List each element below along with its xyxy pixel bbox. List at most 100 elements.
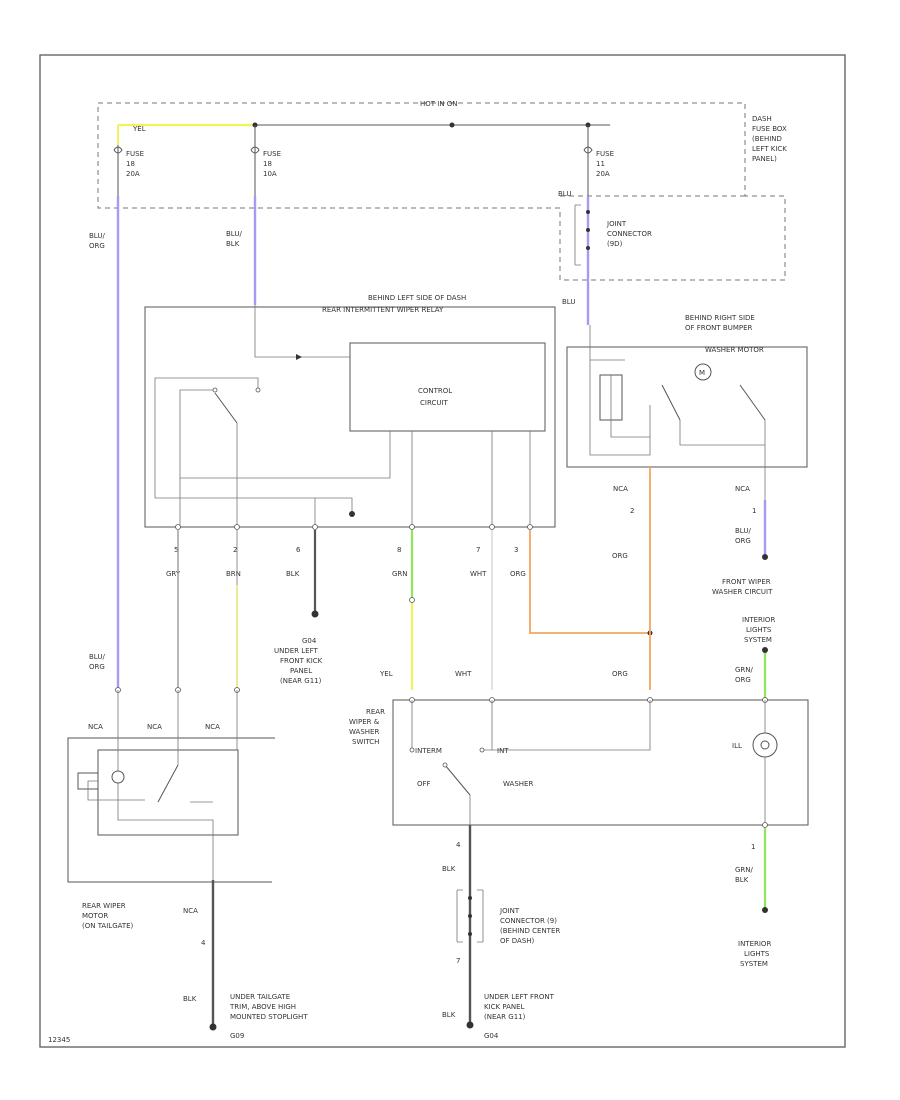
grn-org-label: GRN/ ORG: [735, 666, 754, 684]
joint-node: [468, 932, 472, 936]
svg-text:PANEL): PANEL): [752, 155, 777, 163]
interior-lights-top-label: INTERIOR LIGHTS SYSTEM: [742, 616, 775, 644]
svg-text:CONNECTOR: CONNECTOR: [607, 230, 652, 238]
washer-motor-box: [566, 346, 808, 468]
switch-name-label: REAR WIPER & WASHER SWITCH: [349, 708, 385, 746]
washer-internal: [589, 360, 651, 456]
washer-motor-location-label: BEHIND RIGHT SIDE OF FRONT BUMPER: [685, 314, 755, 332]
circuit-endpoint: [762, 907, 768, 913]
svg-text:20A: 20A: [126, 170, 140, 178]
blu-blk-label: BLU/ BLK: [226, 230, 242, 248]
svg-text:ORG: ORG: [735, 537, 751, 545]
control-circuit-box: [349, 342, 546, 432]
svg-text:LIGHTS: LIGHTS: [744, 950, 770, 958]
svg-text:BRN: BRN: [226, 570, 241, 578]
relay-internal-feed: [254, 305, 350, 358]
svg-text:OF DASH): OF DASH): [500, 937, 535, 945]
svg-text:BLU/: BLU/: [89, 653, 105, 661]
switch-pos-washer: WASHER: [503, 780, 533, 788]
svg-text:18: 18: [126, 160, 135, 168]
svg-text:NCA: NCA: [147, 723, 162, 731]
svg-text:DASH: DASH: [752, 115, 772, 123]
relay-ground-dot: [349, 511, 355, 517]
nca-label-2: NCA: [735, 485, 750, 493]
washer-internal3: [679, 420, 766, 446]
diagram-frame: [39, 54, 846, 1048]
svg-text:UNDER TAILGATE: UNDER TAILGATE: [230, 993, 290, 1001]
rear-wiper-motor-box: [67, 737, 275, 883]
svg-text:G09: G09: [230, 1032, 244, 1040]
rear-wiper-motor-label: REAR WIPER MOTOR (ON TAILGATE): [82, 902, 134, 930]
relay-contact-switch: [214, 392, 238, 424]
svg-text:CONNECTOR (9): CONNECTOR (9): [500, 917, 557, 925]
svg-text:SWITCH: SWITCH: [352, 738, 379, 746]
svg-text:2: 2: [233, 546, 237, 554]
dash-fuse-box-outline: [97, 102, 786, 281]
svg-text:FUSE: FUSE: [126, 150, 144, 158]
diagram-code: 12345: [48, 1036, 70, 1044]
svg-text:ORG: ORG: [735, 676, 751, 684]
svg-text:11: 11: [596, 160, 605, 168]
svg-text:(NEAR G11): (NEAR G11): [484, 1013, 526, 1021]
svg-text:3: 3: [514, 546, 518, 554]
rear-wiper-motor-inner: [97, 749, 239, 836]
ground-dot-g09: [209, 1023, 217, 1031]
svg-text:FUSE: FUSE: [263, 150, 281, 158]
switch-pos-interm: INTERM: [415, 747, 442, 755]
contact: [212, 387, 218, 393]
nca-label-1: NCA: [613, 485, 628, 493]
svg-text:18: 18: [263, 160, 272, 168]
svg-text:WHT: WHT: [470, 570, 487, 578]
svg-text:LEFT KICK: LEFT KICK: [752, 145, 787, 153]
hot-label: HOT IN ON: [420, 100, 458, 108]
svg-text:5: 5: [174, 546, 178, 554]
relay-internal-loop2: [179, 389, 391, 479]
g04-ground-label: G04 UNDER LEFT FRONT KICK PANEL (NEAR G1…: [274, 637, 323, 685]
svg-text:BLU/: BLU/: [735, 527, 751, 535]
svg-text:REAR: REAR: [366, 708, 385, 716]
joint-node: [586, 246, 590, 250]
svg-text:KICK PANEL: KICK PANEL: [484, 1003, 525, 1011]
washer-switch-blade: [661, 384, 681, 421]
svg-text:SYSTEM: SYSTEM: [740, 960, 768, 968]
svg-text:BLU/: BLU/: [226, 230, 242, 238]
svg-text:BLK: BLK: [735, 876, 749, 884]
svg-text:GRN: GRN: [392, 570, 408, 578]
blk-sw-label: BLK: [442, 865, 456, 873]
rear-wiper-washer-switch-box: [392, 699, 809, 826]
svg-text:JOINT: JOINT: [606, 220, 627, 228]
blu-org-left-lower-label: BLU/ ORG: [89, 653, 105, 671]
joint-node: [586, 228, 590, 232]
svg-text:20A: 20A: [596, 170, 610, 178]
motor-symbol: [694, 363, 712, 381]
svg-text:BLK: BLK: [226, 240, 240, 248]
svg-text:MOUNTED STOPLIGHT: MOUNTED STOPLIGHT: [230, 1013, 308, 1021]
wire-splice: [409, 597, 415, 603]
blu-small-label: BLU: [558, 190, 571, 198]
blk-bottom-label: BLK: [183, 995, 197, 1003]
svg-text:GRN/: GRN/: [735, 666, 754, 674]
contact: [442, 762, 448, 768]
washer-internal2: [610, 375, 650, 438]
joint-connector-bottom: [456, 889, 484, 943]
joint-connector-top-label: JOINT CONNECTOR (9D): [606, 220, 652, 248]
joint-node: [468, 896, 472, 900]
contact: [255, 387, 261, 393]
rear-wiper-relay-box: [144, 306, 556, 528]
blu-org-top-label: BLU/ ORG: [89, 232, 105, 250]
switch-blade: [444, 764, 471, 796]
wire-org-relay: [529, 530, 650, 634]
relay-internal-loop: [154, 377, 353, 512]
svg-text:UNDER LEFT: UNDER LEFT: [274, 647, 318, 655]
switch-pos-off: OFF: [417, 780, 431, 788]
svg-text:FUSE: FUSE: [596, 150, 614, 158]
svg-text:LIGHTS: LIGHTS: [746, 626, 772, 634]
ground-dot-g04: [311, 610, 319, 618]
motor-switch-blade: [157, 764, 179, 803]
joint-connector-top: [574, 204, 581, 266]
joint-node: [468, 914, 472, 918]
svg-text:BLU/: BLU/: [89, 232, 105, 240]
switch-pos-int: INT: [497, 747, 509, 755]
svg-text:UNDER LEFT FRONT: UNDER LEFT FRONT: [484, 993, 555, 1001]
